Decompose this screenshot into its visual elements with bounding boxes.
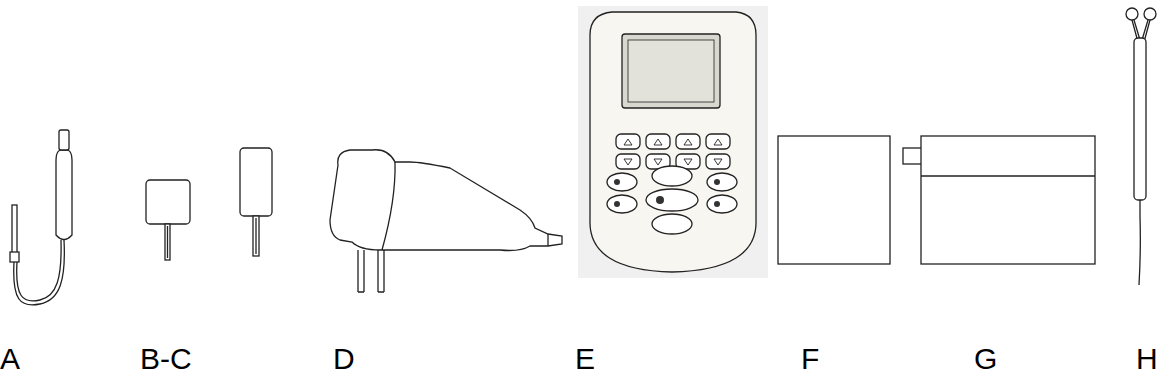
device-key-arrow: [654, 139, 662, 145]
device-key-dot: [714, 201, 720, 207]
part-letter: D: [333, 344, 355, 374]
device-key: [676, 134, 700, 149]
device-key-dot: [656, 196, 664, 204]
device-key: [607, 173, 637, 191]
device-key-dot: [614, 201, 620, 207]
device-key-arrow: [624, 159, 632, 165]
device-illustration: [578, 6, 768, 278]
part-letter: E: [575, 344, 595, 374]
device-key: [607, 195, 637, 213]
tall-adapter-illustration: [240, 148, 272, 256]
device-key-dot: [714, 179, 720, 185]
device-key: [706, 154, 730, 169]
part-letter: F: [801, 344, 819, 374]
device-key: [646, 189, 698, 211]
device-key-arrow: [654, 159, 662, 165]
device-key: [707, 195, 737, 213]
probe-illustration: [1126, 8, 1156, 285]
device-buttons: [607, 134, 737, 234]
power-supply-illustration: [330, 150, 562, 292]
small-adapter-illustration: [146, 180, 190, 260]
device-key-arrow: [624, 139, 632, 145]
part-letter: B-C: [140, 344, 192, 374]
device-key-arrow: [714, 139, 722, 145]
device-key-arrow: [714, 159, 722, 165]
part-letter: A: [0, 344, 20, 374]
device-key: [652, 166, 692, 186]
device-key: [706, 134, 730, 149]
device-key: [616, 134, 640, 149]
device-key-arrow: [684, 159, 692, 165]
device-key-arrow: [684, 139, 692, 145]
device-key: [707, 173, 737, 191]
device-key: [652, 214, 692, 234]
part-letter: H: [1136, 344, 1158, 374]
device-key: [616, 154, 640, 169]
pouch-illustration: [903, 136, 1095, 264]
device-key-dot: [614, 179, 620, 185]
pad-sheet-illustration: [778, 136, 890, 264]
device-key: [646, 134, 670, 149]
cable-illustration: [10, 130, 72, 305]
part-letter: G: [974, 344, 997, 374]
